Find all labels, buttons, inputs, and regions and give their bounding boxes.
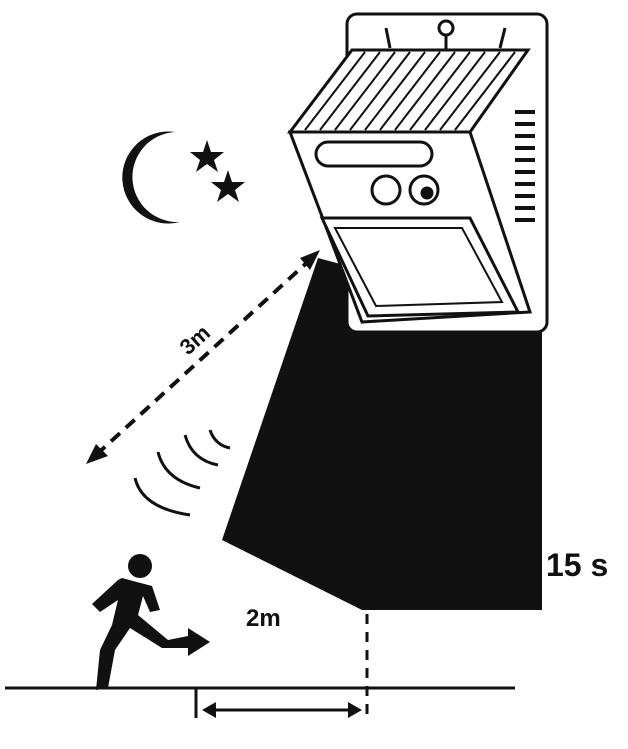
motion-waves-icon [133,429,231,517]
light-beam [222,258,542,610]
solar-light-icon [286,12,549,334]
running-person-icon [92,554,210,690]
moon-icon [122,131,180,224]
star-icon [211,170,245,202]
ground-distance-label: 2m [246,605,281,632]
duration-label: 15 s [546,547,608,583]
beam-distance-arrow [86,250,320,464]
star-icon [190,140,224,172]
ground-distance-arrow [194,688,362,718]
